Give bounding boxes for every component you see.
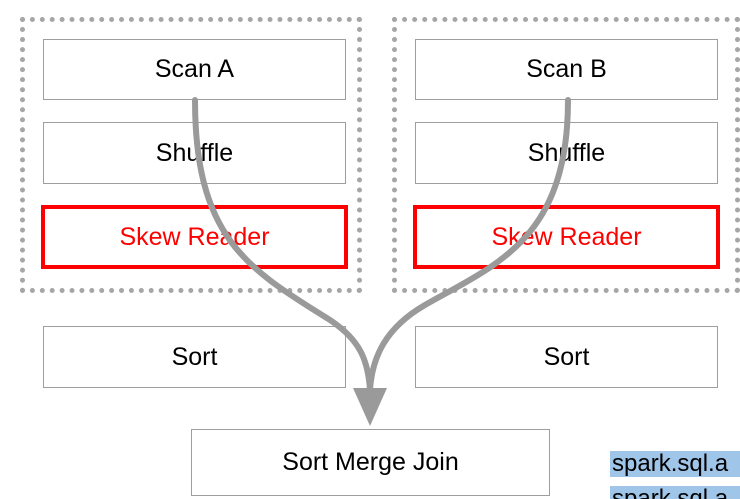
sort-a-node: Sort: [43, 326, 346, 388]
skew-reader-b-node: Skew Reader: [413, 205, 720, 269]
sort-b-label: Sort: [543, 342, 590, 371]
scan-b-node: Scan B: [415, 39, 718, 100]
sort-merge-join-label: Sort Merge Join: [282, 448, 459, 476]
sort-merge-join-node: Sort Merge Join: [191, 429, 550, 496]
scan-b-label: Scan B: [526, 55, 607, 83]
sort-a-label: Sort: [171, 342, 218, 371]
shuffle-a-node: Shuffle: [43, 122, 346, 184]
sort-b-node: Sort: [415, 326, 718, 388]
side-note-1: spark.sql.a: [610, 451, 740, 477]
side-note-2: spark.sql.a: [610, 486, 740, 499]
scan-a-label: Scan A: [154, 55, 235, 83]
shuffle-a-label: Shuffle: [155, 138, 234, 167]
scan-a-node: Scan A: [43, 39, 346, 100]
skew-reader-a-label: Skew Reader: [119, 222, 270, 251]
arrowhead-icon: [353, 388, 387, 426]
skew-reader-a-node: Skew Reader: [41, 205, 348, 269]
shuffle-b-node: Shuffle: [415, 122, 718, 184]
skew-reader-b-label: Skew Reader: [491, 222, 642, 251]
shuffle-b-label: Shuffle: [527, 138, 606, 167]
